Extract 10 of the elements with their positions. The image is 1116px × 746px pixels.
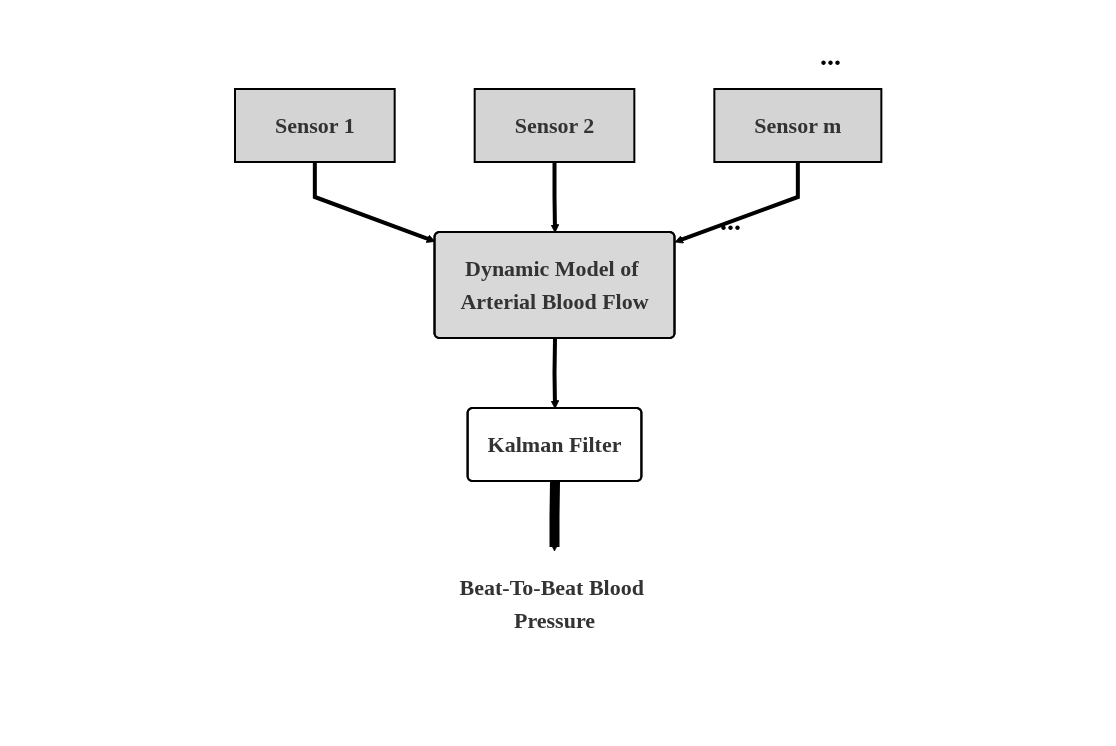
arrow xyxy=(550,338,560,409)
node-box: Sensor m xyxy=(713,88,883,163)
node-box: Sensor 1 xyxy=(233,88,396,163)
ellipsis-text: ... xyxy=(820,40,841,72)
ellipsis-text: ... xyxy=(720,205,741,237)
arrow xyxy=(549,481,560,552)
arrow xyxy=(550,162,560,233)
node-text: Beat-To-Beat Blood Pressure xyxy=(459,575,644,633)
arrow xyxy=(674,162,800,244)
node-box: Sensor 2 xyxy=(473,88,636,163)
